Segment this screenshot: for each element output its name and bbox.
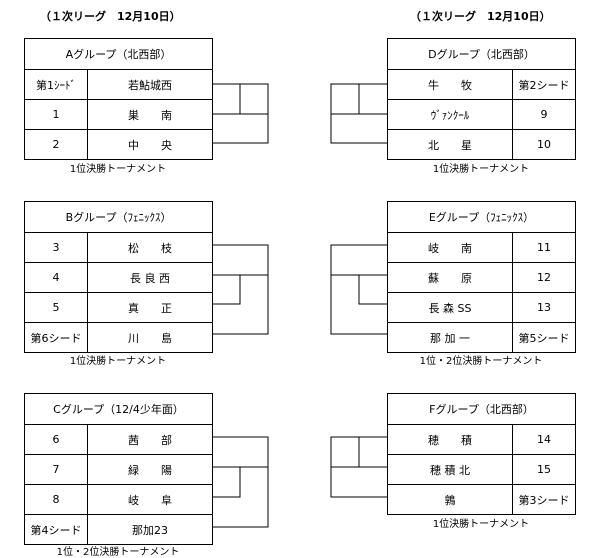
table-row: 4 長 良 西 [24, 262, 214, 293]
group-e-seed-4: 第5シード [511, 322, 577, 353]
table-row: 2 中 央 [24, 129, 213, 160]
connector-e [330, 244, 387, 335]
connector-d [330, 83, 387, 144]
group-f-team-2: 穂 積 北 [387, 454, 513, 485]
table-row: 第4シード 那加23 [24, 514, 214, 545]
connector-c [212, 436, 269, 528]
group-b-seed-2: 4 [24, 262, 88, 293]
group-c-team-4: 那加23 [86, 514, 214, 545]
group-b-seed-1: 3 [24, 232, 88, 263]
group-c-team-1: 茜 部 [86, 424, 214, 455]
group-a-team-3: 中 央 [87, 129, 213, 160]
group-d-seed-2: 9 [512, 99, 576, 130]
group-d-team-3: 北 星 [387, 129, 513, 160]
group-c-team-3: 岐 阜 [86, 484, 214, 515]
group-f-title: Fグループ（北西部） [386, 393, 577, 425]
group-d-team-2: ｳﾞｧﾝｸｰﾙ [387, 99, 513, 130]
table-row: 穂 積 14 [387, 424, 577, 455]
table-row: 8 岐 阜 [24, 484, 214, 515]
connector-a [212, 83, 269, 144]
group-e-title: Eグループ（ﾌｪﾆｯｸｽ） [386, 201, 577, 233]
table-row: 牛 牧 第2シード [387, 69, 576, 100]
group-e-note: 1位・2位決勝トーナメント [419, 356, 543, 367]
table-row: 7 緑 陽 [24, 454, 214, 485]
group-b-seed-3: 5 [24, 292, 88, 323]
table-row: 第6シード 川 島 [24, 322, 214, 353]
group-b-team-1: 松 枝 [86, 232, 214, 263]
connector-b [212, 244, 269, 335]
group-c-team-2: 緑 陽 [86, 454, 214, 485]
group-c-seed-4: 第4シード [24, 514, 88, 545]
group-b-team-3: 真 正 [86, 292, 214, 323]
group-a-seed-2: 1 [24, 99, 88, 130]
group-d-seed-3: 10 [512, 129, 576, 160]
table-row: 穂 積 北 15 [387, 454, 577, 485]
header-left: （１次リーグ 12月10日） [40, 10, 181, 23]
group-e-team-1: 岐 南 [387, 232, 513, 263]
group-a-seed-3: 2 [24, 129, 88, 160]
group-e-table: Eグループ（ﾌｪﾆｯｸｽ） 岐 南 11 蘇 原 12 長 森 SS 13 那 … [386, 201, 577, 353]
group-c-title: Cグループ（12/4少年面） [23, 393, 214, 425]
group-e-team-4: 那 加 一 [387, 322, 513, 353]
group-e-team-3: 長 森 SS [387, 292, 513, 323]
table-row: 鶉 第3シード [387, 484, 577, 515]
table-row: 那 加 一 第5シード [387, 322, 577, 353]
group-e-seed-2: 12 [511, 262, 577, 293]
group-c-seed-2: 7 [24, 454, 88, 485]
group-a-table: Aグループ（北西部） 第1ｼｰﾄﾞ 若鮎城西 1 巣 南 2 中 央 [24, 38, 213, 160]
group-d-seed-1: 第2シード [512, 69, 576, 100]
group-f-seed-3: 第3シード [511, 484, 577, 515]
connector-f [330, 436, 387, 498]
group-f-team-3: 鶉 [387, 484, 513, 515]
table-row: 長 森 SS 13 [387, 292, 577, 323]
table-row: 北 星 10 [387, 129, 576, 160]
group-c-note: 1位・2位決勝トーナメント [56, 547, 180, 558]
group-f-team-1: 穂 積 [387, 424, 513, 455]
group-d-note: 1位決勝トーナメント [432, 164, 530, 175]
header-right: （１次リーグ 12月10日） [410, 10, 551, 23]
group-c-seed-3: 8 [24, 484, 88, 515]
table-row: 3 松 枝 [24, 232, 214, 263]
group-d-team-1: 牛 牧 [387, 69, 513, 100]
table-row: 第1ｼｰﾄﾞ 若鮎城西 [24, 69, 213, 100]
group-e-team-2: 蘇 原 [387, 262, 513, 293]
group-a-seed-1: 第1ｼｰﾄﾞ [24, 69, 88, 100]
group-f-seed-2: 15 [511, 454, 577, 485]
group-b-team-2: 長 良 西 [86, 262, 214, 293]
group-a-team-1: 若鮎城西 [87, 69, 213, 100]
group-c-seed-1: 6 [24, 424, 88, 455]
table-row: 6 茜 部 [24, 424, 214, 455]
group-c-table: Cグループ（12/4少年面） 6 茜 部 7 緑 陽 8 岐 阜 第4シード 那… [23, 393, 214, 545]
group-f-note: 1位決勝トーナメント [432, 519, 530, 530]
table-row: ｳﾞｧﾝｸｰﾙ 9 [387, 99, 576, 130]
group-a-team-2: 巣 南 [87, 99, 213, 130]
table-row: 5 真 正 [24, 292, 214, 323]
group-a-note: 1位決勝トーナメント [69, 164, 167, 175]
group-b-note: 1位決勝トーナメント [69, 356, 167, 367]
group-a-title: Aグループ（北西部） [24, 38, 213, 70]
group-b-table: Bグループ（ﾌｪﾆｯｸｽ） 3 松 枝 4 長 良 西 5 真 正 第6シード … [23, 201, 214, 353]
table-row: 岐 南 11 [387, 232, 577, 263]
group-b-title: Bグループ（ﾌｪﾆｯｸｽ） [23, 201, 214, 233]
group-d-table: Dグループ（北西部） 牛 牧 第2シード ｳﾞｧﾝｸｰﾙ 9 北 星 10 [387, 38, 576, 160]
group-b-seed-4: 第6シード [24, 322, 88, 353]
group-e-seed-3: 13 [511, 292, 577, 323]
table-row: 蘇 原 12 [387, 262, 577, 293]
group-d-title: Dグループ（北西部） [387, 38, 576, 70]
group-b-team-4: 川 島 [86, 322, 214, 353]
table-row: 1 巣 南 [24, 99, 213, 130]
group-f-seed-1: 14 [511, 424, 577, 455]
group-f-table: Fグループ（北西部） 穂 積 14 穂 積 北 15 鶉 第3シード [386, 393, 577, 515]
group-e-seed-1: 11 [511, 232, 577, 263]
